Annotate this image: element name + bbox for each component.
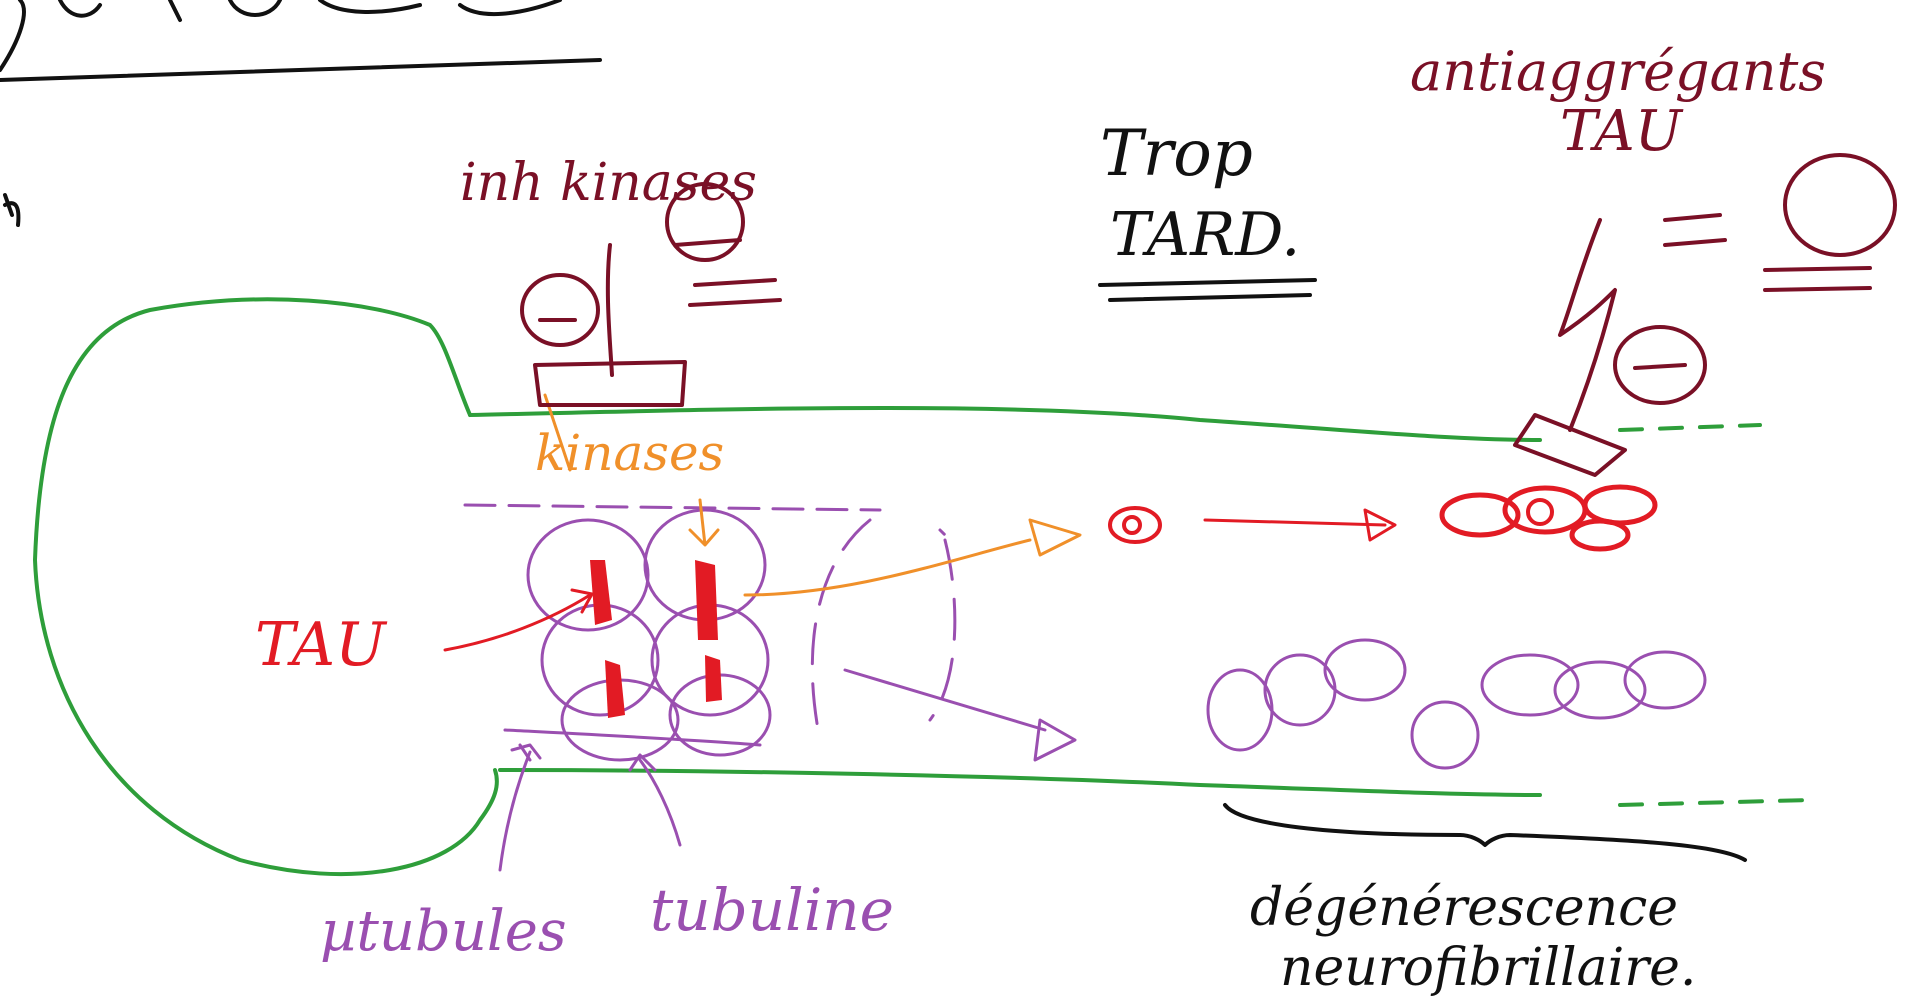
tau-proteins bbox=[590, 560, 722, 718]
antiaggregants-label: antiaggrégants bbox=[1410, 40, 1826, 103]
tau-aggregates bbox=[1108, 484, 1658, 552]
dispersed-tubulin bbox=[1206, 638, 1707, 770]
neuron-membrane bbox=[33, 297, 1812, 877]
inhibitors-label: inh kinases bbox=[460, 153, 757, 213]
degeneration-label-line1: dégénérescence bbox=[1250, 878, 1678, 938]
degeneration-label-line2: neurofibrillaire. bbox=[1280, 938, 1696, 998]
microtubule-lattice bbox=[463, 503, 1077, 872]
antiaggregant-inhibitor-symbol bbox=[1513, 153, 1897, 477]
trop-label: Trop bbox=[1100, 117, 1253, 191]
tau-label: TAU bbox=[255, 610, 388, 680]
tubuline-label: tubuline bbox=[650, 876, 894, 944]
trop-underline bbox=[1098, 278, 1317, 302]
kinase-arrows bbox=[543, 393, 1082, 597]
kinases-label: kinases bbox=[535, 424, 724, 482]
antiaggregants-tau-label: TAU bbox=[1560, 99, 1684, 164]
tau-arrow bbox=[443, 588, 594, 652]
tard-label: TARD. bbox=[1110, 200, 1300, 270]
minus-circle-icon bbox=[520, 273, 600, 347]
kinase-inhibitor-symbol bbox=[520, 182, 782, 407]
top-fragment bbox=[0, 0, 602, 227]
degeneration-brace bbox=[1223, 803, 1747, 862]
microtubules-label: µtubules bbox=[320, 899, 567, 964]
inhibition-bar-icon bbox=[605, 243, 614, 377]
equals-icon bbox=[688, 278, 782, 307]
